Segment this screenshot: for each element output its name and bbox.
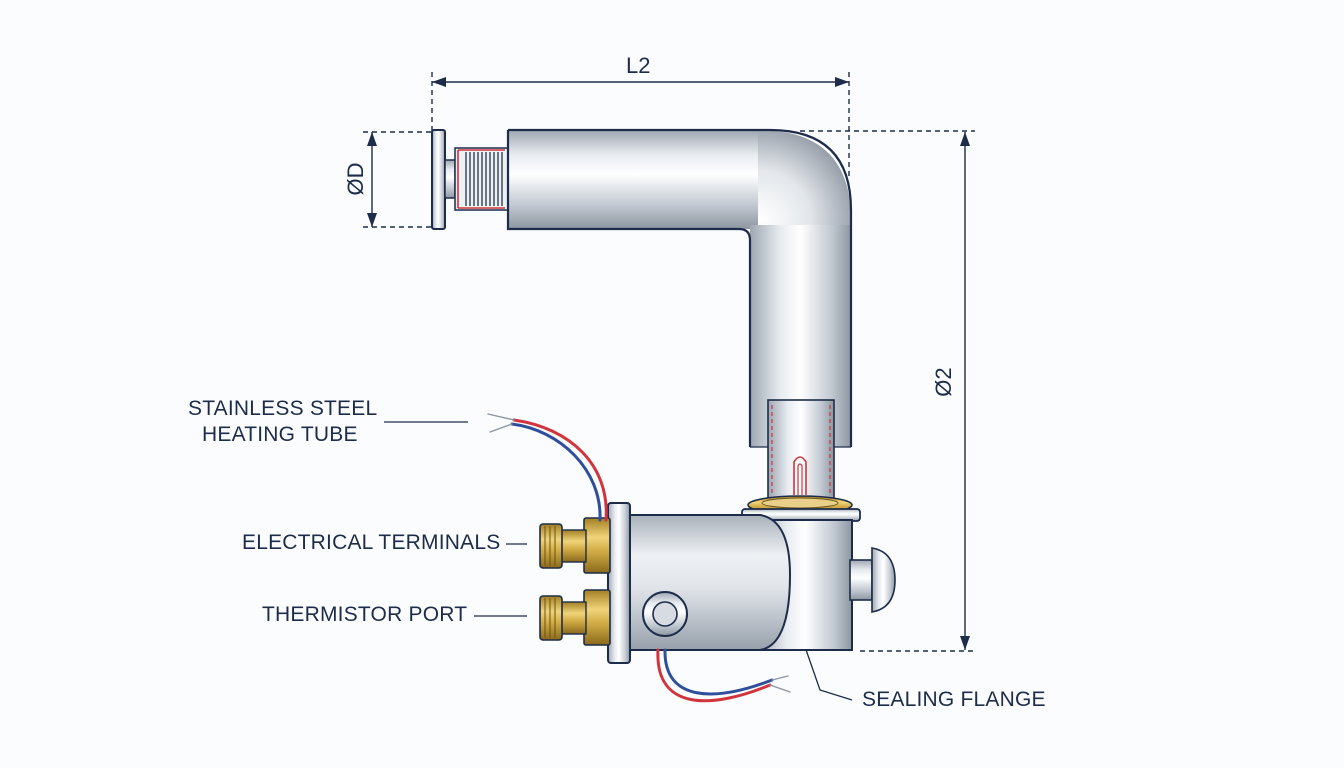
heating-tube-label-line1: STAINLESS STEEL (188, 397, 378, 420)
od-dimension-label: ØD (343, 162, 368, 196)
sealing-flange-body (607, 502, 896, 664)
heating-tube-label-line2: HEATING TUBE (202, 423, 358, 446)
sealing-flange-label: SEALING FLANGE (862, 688, 1046, 711)
left-end-flange (431, 129, 456, 230)
od-arrow-bottom (367, 213, 377, 227)
l2-arrow-left (432, 77, 446, 87)
electrical-terminal-upper (539, 517, 611, 574)
electrical-terminals-label: ELECTRICAL TERMINALS (242, 531, 501, 554)
thermistor-wires (656, 648, 791, 703)
coil-windings (465, 152, 503, 206)
terminal-wires (487, 413, 608, 522)
flange-leader (803, 643, 853, 701)
o2-arrow-top (960, 132, 970, 146)
leader-lines (384, 421, 853, 701)
electrical-terminal-lower (539, 589, 611, 646)
o2-arrow-bottom (960, 636, 970, 650)
o2-dimension-label: Ø2 (931, 367, 956, 397)
heating-coil (454, 147, 511, 211)
l2-dimension-label: L2 (626, 53, 651, 78)
inner-sleeve (767, 399, 835, 501)
dimension-lines (363, 72, 975, 652)
thermistor-port-label: THERMISTOR PORT (262, 603, 468, 626)
l2-arrow-right (835, 77, 849, 87)
od-arrow-top (367, 132, 377, 146)
